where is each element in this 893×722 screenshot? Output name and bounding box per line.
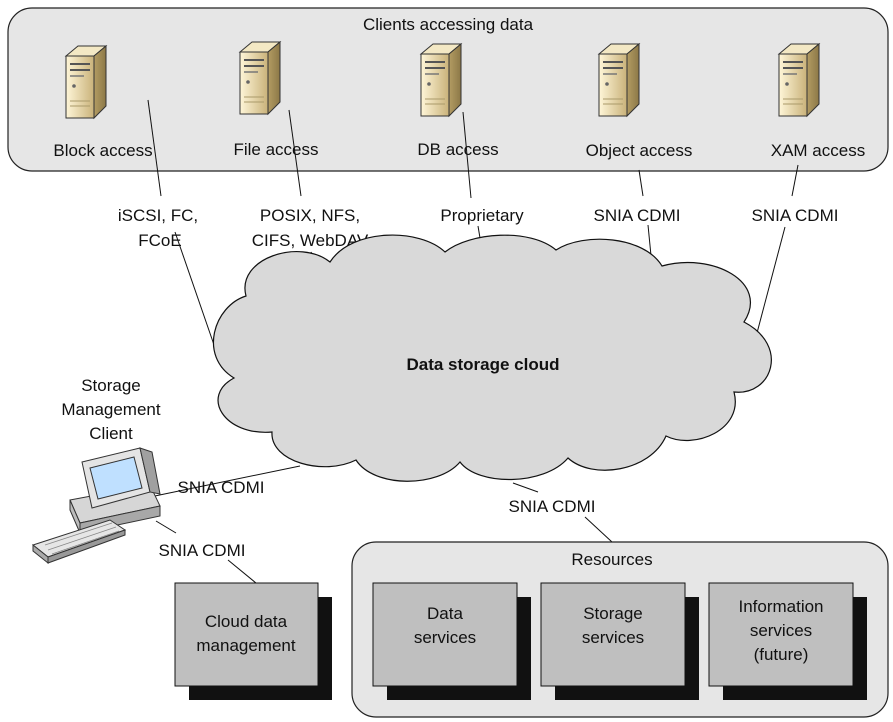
cloud-data-management-label-line1: Cloud data bbox=[205, 612, 288, 631]
resources-title: Resources bbox=[571, 550, 652, 569]
management-client-label-line3: Client bbox=[89, 424, 133, 443]
information-services-label-line3: (future) bbox=[754, 645, 809, 664]
data-services-label-line1: Data bbox=[427, 604, 463, 623]
xam-server-icon bbox=[778, 43, 820, 117]
data-services-label-line2: services bbox=[414, 628, 476, 647]
information-services-label-line1: Information bbox=[738, 597, 823, 616]
storage-services-box bbox=[540, 582, 686, 687]
cloud-data-management-box bbox=[174, 582, 319, 687]
xam-protocol-label: SNIA CDMI bbox=[752, 206, 839, 225]
db-protocol-label: Proprietary bbox=[440, 206, 524, 225]
desktop-computer-icon bbox=[31, 447, 161, 565]
management-to-cloud-link-label: SNIA CDMI bbox=[178, 478, 265, 497]
xam-access-label: XAM access bbox=[771, 141, 865, 160]
file-protocol-label-line2: CIFS, WebDAV bbox=[252, 231, 369, 250]
object-server-icon bbox=[598, 43, 640, 117]
block-protocol-label-line2: FCoE bbox=[138, 231, 181, 250]
db-access-label: DB access bbox=[417, 140, 498, 159]
object-access-label: Object access bbox=[586, 141, 693, 160]
resources-link-label: SNIA CDMI bbox=[509, 497, 596, 516]
block-server-icon bbox=[65, 45, 107, 119]
storage-services-label-line2: services bbox=[582, 628, 644, 647]
file-access-label: File access bbox=[233, 140, 318, 159]
cloud-label: Data storage cloud bbox=[406, 355, 559, 374]
management-client-label-line1: Storage bbox=[81, 376, 141, 395]
block-access-label: Block access bbox=[53, 141, 152, 160]
block-protocol-label-line1: iSCSI, FC, bbox=[118, 206, 198, 225]
management-client-label-line2: Management bbox=[61, 400, 161, 419]
storage-services-label-line1: Storage bbox=[583, 604, 643, 623]
data-storage-cloud bbox=[212, 234, 772, 482]
db-server-icon bbox=[420, 43, 462, 117]
object-protocol-label: SNIA CDMI bbox=[594, 206, 681, 225]
clients-panel-title: Clients accessing data bbox=[363, 15, 534, 34]
file-protocol-label-line1: POSIX, NFS, bbox=[260, 206, 360, 225]
information-services-box bbox=[708, 582, 854, 687]
cloud-data-management-label-line2: management bbox=[196, 636, 296, 655]
management-to-data-mgmt-link-label: SNIA CDMI bbox=[159, 541, 246, 560]
information-services-label-line2: services bbox=[750, 621, 812, 640]
data-services-box bbox=[372, 582, 518, 687]
file-server-icon bbox=[239, 41, 281, 115]
